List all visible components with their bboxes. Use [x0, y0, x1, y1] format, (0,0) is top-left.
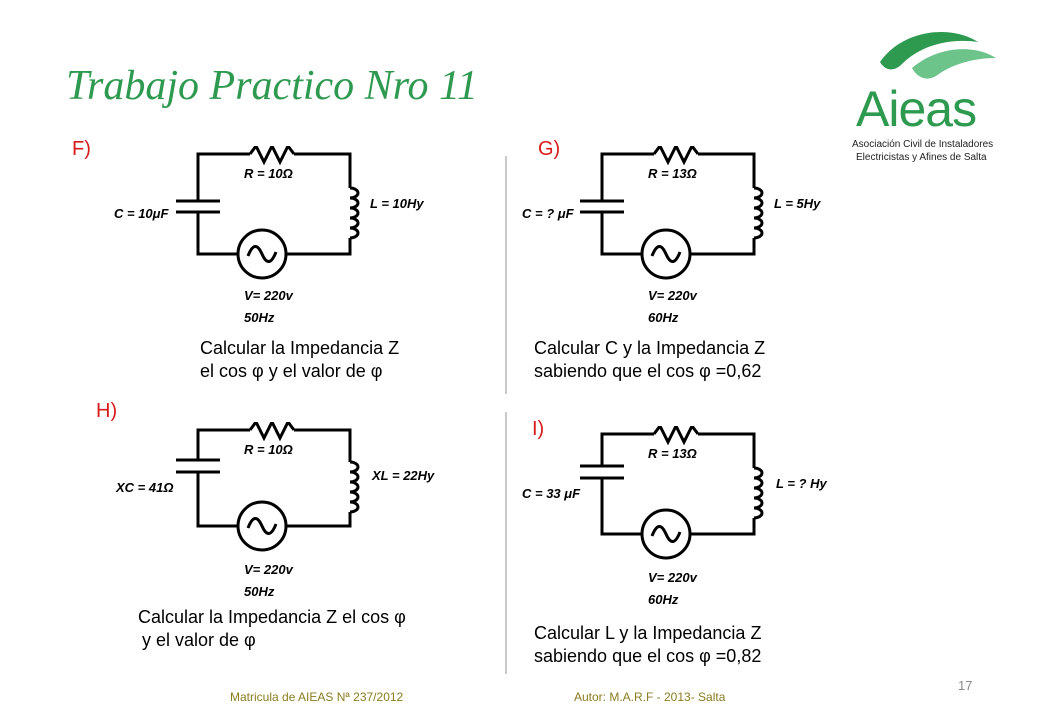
vertical-divider-top [505, 156, 507, 394]
resistor-icon [652, 146, 700, 166]
capacitor-label: C = ? μF [522, 206, 575, 221]
question-f: Calcular la Impedancia Z el cos φ y el v… [200, 337, 399, 383]
page-number: 17 [958, 678, 973, 693]
aieas-logo: Aieas Asociación Civil de Instaladores E… [840, 24, 1040, 174]
page-title: Trabajo Practico Nro 11 [66, 63, 478, 109]
circuit-diagram-f: R = 10Ω C = 10μF L = 10Hy V= 220v 50Hz [114, 146, 424, 325]
question-line: sabiendo que el cos φ =0,62 [534, 361, 762, 381]
question-h: Calcular la Impedancia Z el cos φ y el v… [138, 606, 406, 652]
question-line: y el valor de φ [142, 630, 256, 650]
resistor-label: R = 10Ω [244, 166, 293, 181]
question-line: sabiendo que el cos φ =0,82 [534, 646, 762, 666]
capacitor-label: XC = 41Ω [115, 480, 173, 495]
logo-name: Aieas [856, 81, 977, 137]
circuit-diagram-i: R = 13Ω C = 33 μF L = ? Hy V= 220v 60Hz [522, 426, 827, 606]
question-line: Calcular L y la Impedancia Z [534, 623, 762, 643]
resistor-label: R = 10Ω [244, 442, 293, 457]
voltage-label: V= 220v [244, 288, 294, 303]
frequency-label: 50Hz [244, 310, 275, 325]
capacitor-label: C = 10μF [114, 206, 170, 221]
circuit-diagram-h: R = 10Ω XC = 41Ω XL = 22Hy V= 220v 50Hz [115, 422, 435, 599]
resistor-label: R = 13Ω [648, 166, 697, 181]
frequency-label: 60Hz [648, 592, 679, 606]
capacitor-label: C = 33 μF [522, 486, 581, 501]
voltage-label: V= 220v [648, 288, 698, 303]
question-line: Calcular la Impedancia Z el cos φ [138, 607, 406, 627]
inductor-label: XL = 22Hy [371, 468, 435, 483]
inductor-icon [753, 186, 764, 240]
inductor-icon [349, 460, 360, 514]
circuit-diagram-g: R = 13Ω C = ? μF L = 5Hy V= 220v 60Hz [522, 146, 821, 325]
vertical-divider-bottom [505, 412, 507, 674]
voltage-label: V= 220v [244, 562, 294, 577]
frequency-label: 50Hz [244, 584, 275, 599]
question-line: Calcular C y la Impedancia Z [534, 338, 766, 358]
logo-subtitle: Asociación Civil de Instaladores Electri… [852, 138, 993, 164]
footer-author: Autor: M.A.R.F - 2013- Salta [574, 690, 726, 704]
problem-i-label: I) [532, 418, 545, 440]
question-line: Calcular la Impedancia Z [200, 338, 400, 358]
inductor-icon [349, 186, 360, 240]
problem-h-label: H) [96, 400, 118, 422]
question-g: Calcular C y la Impedancia Z sabiendo qu… [534, 337, 765, 383]
frequency-label: 60Hz [648, 310, 679, 325]
problem-f-label: F) [72, 138, 91, 160]
logo-subtitle-line1: Asociación Civil de Instaladores [852, 139, 994, 150]
leaf-icon [880, 31, 996, 79]
footer-registration: Matricula de AIEAS Nª 237/2012 [230, 690, 404, 704]
logo-subtitle-line2: Electricistas y Afines de Salta [856, 152, 987, 163]
inductor-label: L = ? Hy [776, 476, 827, 491]
inductor-label: L = 5Hy [774, 196, 821, 211]
resistor-icon [652, 426, 700, 446]
resistor-label: R = 13Ω [648, 446, 697, 461]
resistor-icon [248, 422, 296, 442]
question-line: el cos φ y el valor de φ [200, 361, 383, 381]
question-i: Calcular L y la Impedancia Z sabiendo qu… [534, 622, 761, 668]
inductor-label: L = 10Hy [370, 196, 424, 211]
voltage-label: V= 220v [648, 570, 698, 585]
resistor-icon [248, 146, 296, 166]
problem-g-label: G) [538, 138, 561, 160]
inductor-icon [753, 466, 764, 520]
